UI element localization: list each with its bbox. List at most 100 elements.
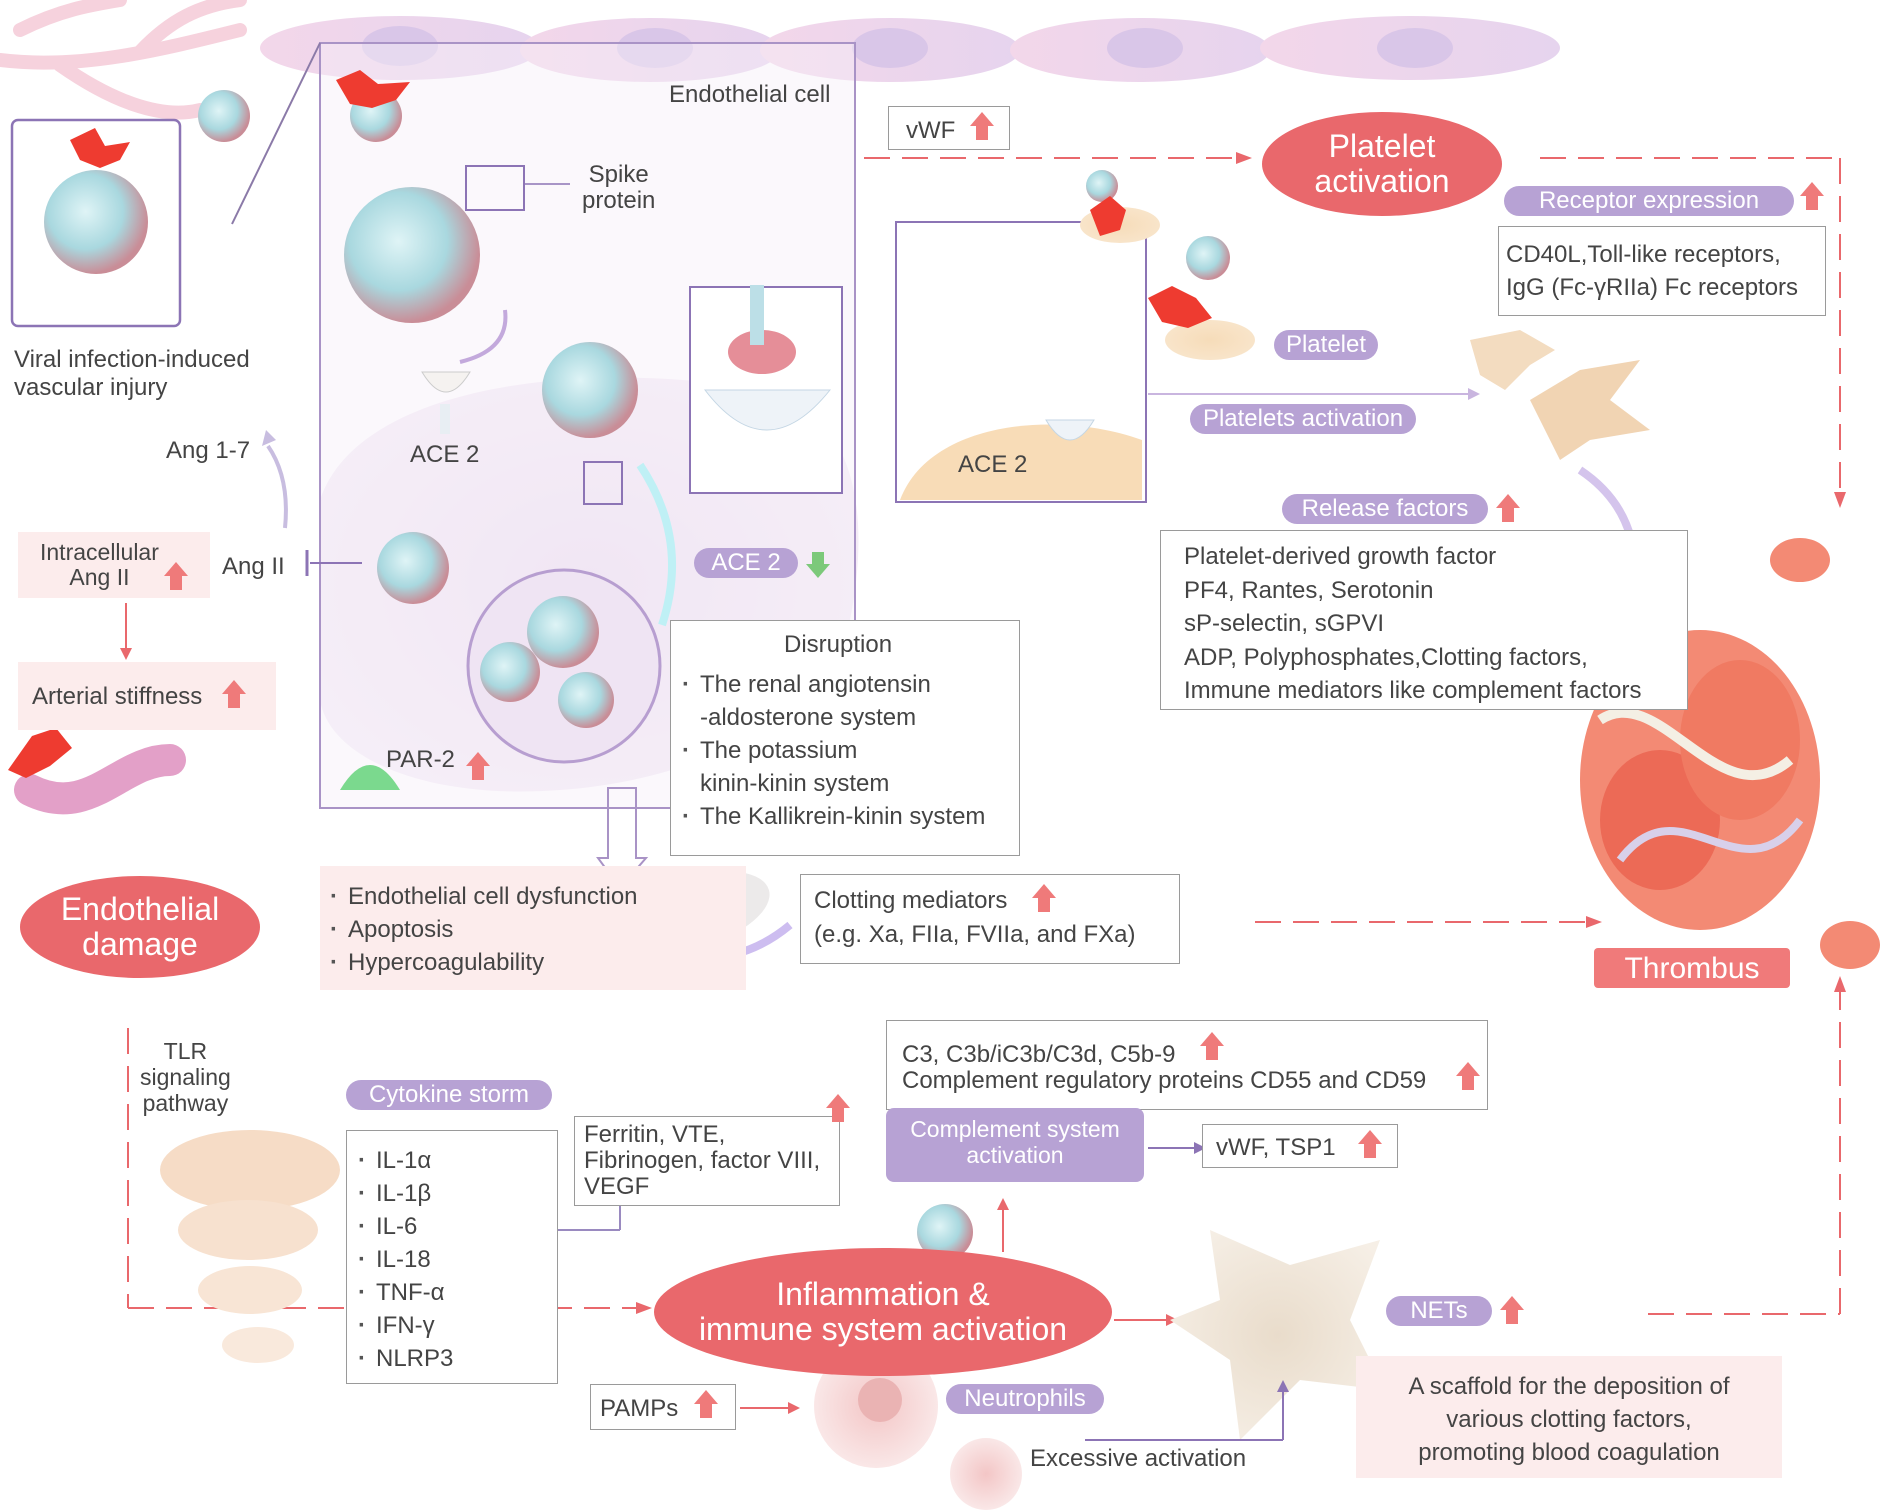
pamps-label: PAMPs [600,1395,679,1422]
intracellular-ang2-label: Intracellular Ang II [40,539,159,590]
up-arrow-icon [970,112,994,126]
nets-pill: NETs [1386,1296,1492,1326]
up-arrow-icon [170,576,182,590]
complement-line-2: Complement regulatory proteins CD55 and … [902,1067,1427,1094]
up-arrow-icon [1502,508,1514,522]
complement-activation-label: Complement system activation [910,1116,1120,1168]
up-arrow-icon [228,694,240,708]
up-arrow-icon [976,126,988,140]
release-item: Platelet-derived growth factor [1184,543,1497,570]
platelet-activation-oval: Platelet activation [1262,112,1502,216]
up-arrow-icon [1456,1062,1480,1076]
up-arrow-icon [1206,1046,1218,1060]
virus-small-box [44,170,148,274]
ang17-label: Ang 1-7 [166,437,251,464]
release-item: Immune mediators like complement factors [1184,677,1642,704]
complement-list-box [886,1020,1488,1110]
cytokine-item: IL-18 [356,1243,453,1276]
cytokine-item: IL-1β [356,1177,453,1210]
receptors-line-2: IgG (Fc-γRIIa) Fc receptors [1506,274,1799,301]
endothelial-layer [260,16,1560,82]
damage-list: Endothelial cell dysfunction Apoptosis H… [328,880,638,979]
receptor-expression-pill: Receptor expression [1504,186,1794,216]
up-arrow-icon [1358,1130,1382,1144]
up-arrow-icon [164,562,188,576]
platelets-activation-pill: Platelets activation [1190,404,1416,434]
scaffold-box [1356,1356,1782,1478]
up-arrow-icon [1364,1144,1376,1158]
release-item: ADP, Polyphosphates,Clotting factors, [1184,643,1588,671]
cytokine-item: IL-1α [356,1144,453,1177]
cytokine-item: TNF-α [356,1276,453,1309]
ferritin-item: VEGF [584,1173,650,1200]
vwf-tsp1-label: vWF, TSP1 [1216,1134,1336,1161]
spike-protein-label: Spike protein [582,161,656,214]
excessive-activation-label: Excessive activation [1030,1445,1247,1472]
receptors-line-1: CD40L,Toll-like receptors, [1506,241,1781,268]
complement-activation-box [886,1108,1144,1182]
up-arrow-icon [700,1404,712,1418]
ang2-label: Ang II [222,553,285,580]
up-arrow-icon [472,766,484,780]
cytokine-item: NLRP3 [356,1342,453,1375]
up-arrow-icon [694,1390,718,1404]
ferritin-item: Ferritin, VTE, [584,1121,726,1148]
scaffold-label: A scaffold for the deposition of various… [1408,1373,1730,1466]
par2-label: PAR-2 [386,746,455,773]
ace2-label: ACE 2 [410,441,480,468]
up-arrow-icon [826,1094,850,1108]
ferritin-list: Ferritin, VTE, Fibrinogen, factor VIII, … [584,1122,820,1200]
ace2-down-pill: ACE 2 [694,548,798,578]
release-list-box [1160,530,1688,710]
release-item: sP-selectin, sGPVI [1184,610,1385,637]
release-list: Platelet-derived growth factor PF4, Rant… [1184,540,1642,708]
vwf-label: vWF [906,117,956,144]
clotting-mediators-examples: (e.g. Xa, FIIa, FVIIa, and FXa) [814,921,1136,948]
thrombus-badge [1594,948,1790,988]
up-arrow-icon [1032,884,1056,898]
viral-injury-label: Viral infection-induced vascular injury [14,346,250,401]
cytokine-list: IL-1α IL-1β IL-6 IL-18 TNF-α IFN-γ NLRP3 [356,1144,453,1375]
up-arrow-icon [466,752,490,766]
neutrophils-pill: Neutrophils [946,1384,1104,1414]
up-arrow-icon [1806,196,1818,210]
down-arrow-icon [806,564,830,578]
disruption-item: The Kallikrein-kinin system [680,800,985,833]
up-arrow-icon [1506,1310,1518,1324]
damage-item: Apoptosis [328,913,638,946]
clotting-mediators-title: Clotting mediators [814,887,1008,914]
platelet-pill: Platelet [1274,330,1378,360]
up-arrow-icon [1462,1076,1474,1090]
arterial-stiffness-label: Arterial stiffness [32,683,203,710]
damage-item: Hypercoagulability [328,946,638,979]
disruption-item: The potassium kinin-kinin system [680,734,985,800]
disruption-title: Disruption [784,631,893,658]
damage-item: Endothelial cell dysfunction [328,880,638,913]
ferritin-box [574,1116,840,1206]
up-arrow-icon [1496,494,1520,508]
cytokine-item: IFN-γ [356,1309,453,1342]
complement-line-1: C3, C3b/iC3b/C3d, C5b-9 [902,1041,1176,1068]
disruption-list: The renal angiotensin -aldosterone syste… [680,668,985,833]
thrombus-label: Thrombus [1624,952,1760,985]
up-arrow-icon [222,680,246,694]
receptors-box [1498,226,1826,316]
up-arrow-icon [1500,1296,1524,1310]
cytokine-storm-pill: Cytokine storm [346,1080,552,1110]
tornado-art [160,1130,340,1363]
clotting-mediators-box [800,874,1180,964]
vessel-branches [0,0,247,120]
ace2-platelet-label: ACE 2 [958,451,1028,478]
release-factors-pill: Release factors [1282,494,1488,524]
inflammation-oval: Inflammation & immune system activation [654,1248,1112,1376]
up-arrow-icon [1800,182,1824,196]
endothelial-damage-oval: Endothelial damage [20,876,260,978]
up-arrow-icon [832,1108,844,1122]
tlr-label: TLR signaling pathway [140,1038,231,1116]
up-arrow-icon [1200,1032,1224,1046]
cytokine-item: IL-6 [356,1210,453,1243]
disruption-item: The renal angiotensin -aldosterone syste… [680,668,985,734]
release-item: PF4, Rantes, Serotonin [1184,576,1434,604]
ferritin-item: Fibrinogen, factor VIII, [584,1147,821,1174]
